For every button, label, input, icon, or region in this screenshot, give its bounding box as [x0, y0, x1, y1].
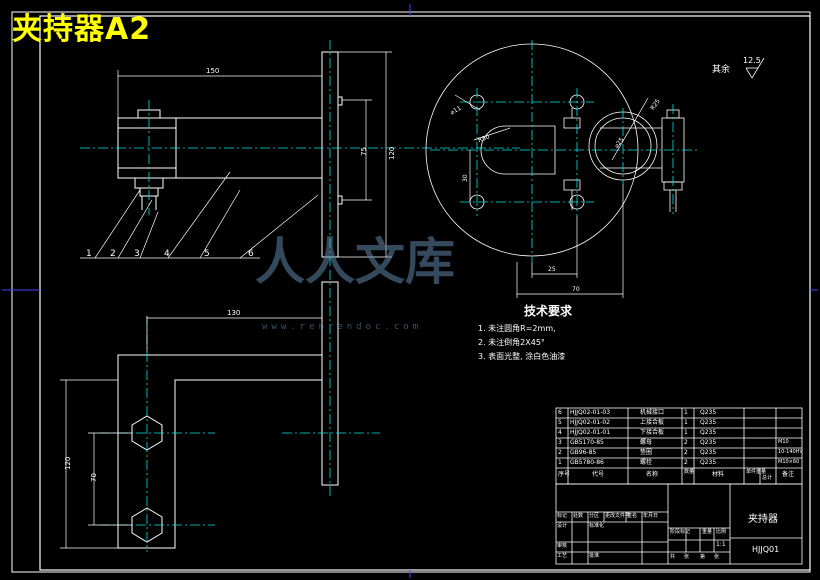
bom-row-name: 螺栓	[640, 459, 653, 466]
balloon-5: 5	[204, 249, 210, 259]
title-block-label: 重量	[702, 529, 713, 535]
bom-row-name: 机械接口	[640, 409, 665, 416]
bom-row-code: GB5780-86	[570, 459, 604, 466]
dim-hole: ⌀11	[449, 105, 462, 117]
bom-row-code: HJJQ02-01-03	[570, 409, 611, 416]
bom-row-note: 10-140HV	[778, 449, 803, 455]
bom-row-qty: 2	[684, 439, 688, 446]
dim-mid-length: 130	[227, 309, 240, 317]
bom-row-material: Q235	[700, 449, 717, 456]
bom-row-qty: 1	[684, 409, 688, 416]
tech-req-heading: 技术要求	[524, 304, 573, 318]
bom-row-no: 4	[558, 429, 562, 436]
dim-plate-pitch: 30	[462, 174, 469, 182]
bom-header-qty: 数量	[684, 469, 695, 475]
balloon-2: 2	[110, 249, 116, 259]
roughness-label: 其余	[712, 65, 731, 75]
roughness-value: 12.5	[743, 56, 761, 65]
dim-height-a: 120	[388, 147, 396, 160]
bom-header-material: 材料	[712, 471, 725, 478]
scale-value: 1:1	[716, 541, 726, 548]
bom-row-material: Q235	[700, 439, 717, 446]
dim-top-length: 150	[206, 67, 219, 75]
title-block-label: 张	[684, 554, 690, 560]
title-block-label: 年月日	[643, 513, 659, 519]
bom-header-total: 总计	[762, 475, 773, 481]
dim-disc-offset: 25	[548, 266, 556, 273]
bom-row-name: 下接合板	[640, 429, 665, 436]
bom-row-name: 上接合板	[640, 419, 665, 426]
title-block-label: 工艺	[557, 553, 568, 559]
bom-header-name: 名称	[646, 471, 659, 478]
tech-req-item: 3. 表面光整, 涂白色油漆	[478, 352, 566, 361]
title-block-label: 张	[714, 554, 720, 560]
tech-req-item: 1. 未注圆角R=2mm,	[478, 324, 556, 333]
part-name: 夹持器	[748, 514, 778, 525]
dim-inner: 75	[360, 147, 368, 156]
bom-row-qty: 2	[684, 449, 688, 456]
drawing-no: HJJQ01	[752, 545, 780, 554]
bom-table	[555, 407, 803, 485]
bom-row-note: M10	[778, 439, 789, 445]
bom-row-qty: 1	[684, 419, 688, 426]
dim-bolt-pitch: 70	[90, 473, 98, 482]
bom-row-code: HJJQ02-01-02	[570, 419, 611, 426]
title-block-label: 分区	[589, 513, 600, 519]
balloon-1: 1	[86, 249, 92, 259]
bom-header-note: 备注	[782, 471, 795, 478]
bom-header-no: 序号	[558, 471, 571, 478]
watermark-url: www.renrendoc.com	[262, 322, 423, 332]
title-block-label: 共	[670, 554, 676, 560]
bom-row-material: Q235	[700, 429, 717, 436]
title-block-label: 签名	[627, 513, 638, 519]
bom-row-name: 垫圈	[640, 449, 653, 456]
balloon-4: 4	[164, 249, 170, 259]
balloon-6: 6	[248, 249, 254, 259]
title-block-label: 批准	[589, 553, 600, 559]
bom-row-note: M10×60	[778, 459, 800, 465]
bom-row-no: 6	[558, 409, 562, 416]
bom-row-name: 螺母	[640, 439, 653, 446]
bom-row-code: HJJQ02-01-01	[570, 429, 611, 436]
bom-row-no: 3	[558, 439, 562, 446]
title-block-label: 阶段标记	[670, 529, 691, 535]
title-block-label: 第	[700, 554, 706, 560]
title-block-label: 更改文件号	[605, 513, 631, 519]
bom-row-code: GB96-85	[570, 449, 597, 456]
title-block-label: 设计	[557, 523, 568, 529]
bom-row-qty: 1	[684, 429, 688, 436]
title-block-label: 比例	[716, 529, 727, 535]
balloon-3: 3	[134, 249, 140, 259]
dim-arc: R50	[477, 133, 491, 144]
bom-header-weight: 单件重量	[746, 469, 767, 475]
title-block-label: 审核	[557, 543, 568, 549]
tech-req-item: 2. 未注倒角2X45°	[478, 338, 545, 347]
bom-row-material: Q235	[700, 409, 717, 416]
bom-row-material: Q235	[700, 459, 717, 466]
dim-disc-width: 70	[572, 286, 580, 293]
title-block-label: 处数	[573, 513, 584, 519]
bom-row-material: Q235	[700, 419, 717, 426]
watermark-brand: 人人文库	[255, 232, 455, 291]
drawing-title: 夹持器A2	[12, 12, 152, 47]
dim-arm-height: 120	[64, 457, 72, 470]
title-block-label: 标准化	[589, 523, 605, 529]
title-block	[555, 483, 803, 565]
bom-row-no: 2	[558, 449, 562, 456]
bom-row-code: GB5170-85	[570, 439, 604, 446]
bom-row-no: 1	[558, 459, 562, 466]
bom-row-no: 5	[558, 419, 562, 426]
title-block-label: 标记	[557, 513, 568, 519]
bom-header-code: 代号	[592, 471, 605, 478]
bom-row-qty: 2	[684, 459, 688, 466]
